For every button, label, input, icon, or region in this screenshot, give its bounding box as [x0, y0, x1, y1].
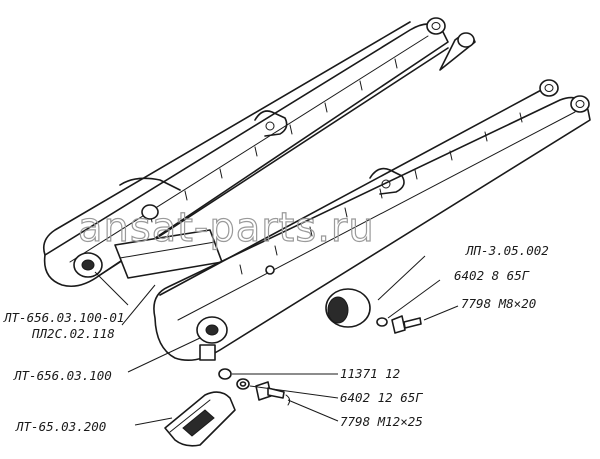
label-bolt-small: 7798 М8×20 — [461, 296, 536, 311]
cover-plate — [325, 288, 371, 328]
right-frame-beam — [153, 79, 591, 361]
cross-tube — [114, 177, 223, 279]
label-washer-small: 6402 8 65Г — [454, 268, 530, 283]
leader-lines — [94, 255, 459, 426]
watermark: ansat-parts.ru — [78, 205, 375, 251]
label-bracket: ЛТ-65.03.200 — [15, 419, 106, 434]
label-pin: ПЛ2С.02.118 — [31, 326, 115, 341]
small-fasteners — [376, 315, 422, 334]
label-frame-right-part: ЛТ-656.03.100 — [13, 368, 112, 383]
label-washer-large: 6402 12 65Г — [340, 390, 423, 405]
label-frame-left-part: ЛТ-656.03.100-01 — [3, 310, 124, 325]
label-bolt-large: 7798 М12×25 — [340, 414, 423, 429]
label-cover: ЛП-3.05.002 — [465, 243, 549, 258]
large-fasteners — [218, 368, 291, 406]
label-nut: 11371 12 — [340, 366, 400, 381]
bracket-part — [164, 391, 236, 447]
